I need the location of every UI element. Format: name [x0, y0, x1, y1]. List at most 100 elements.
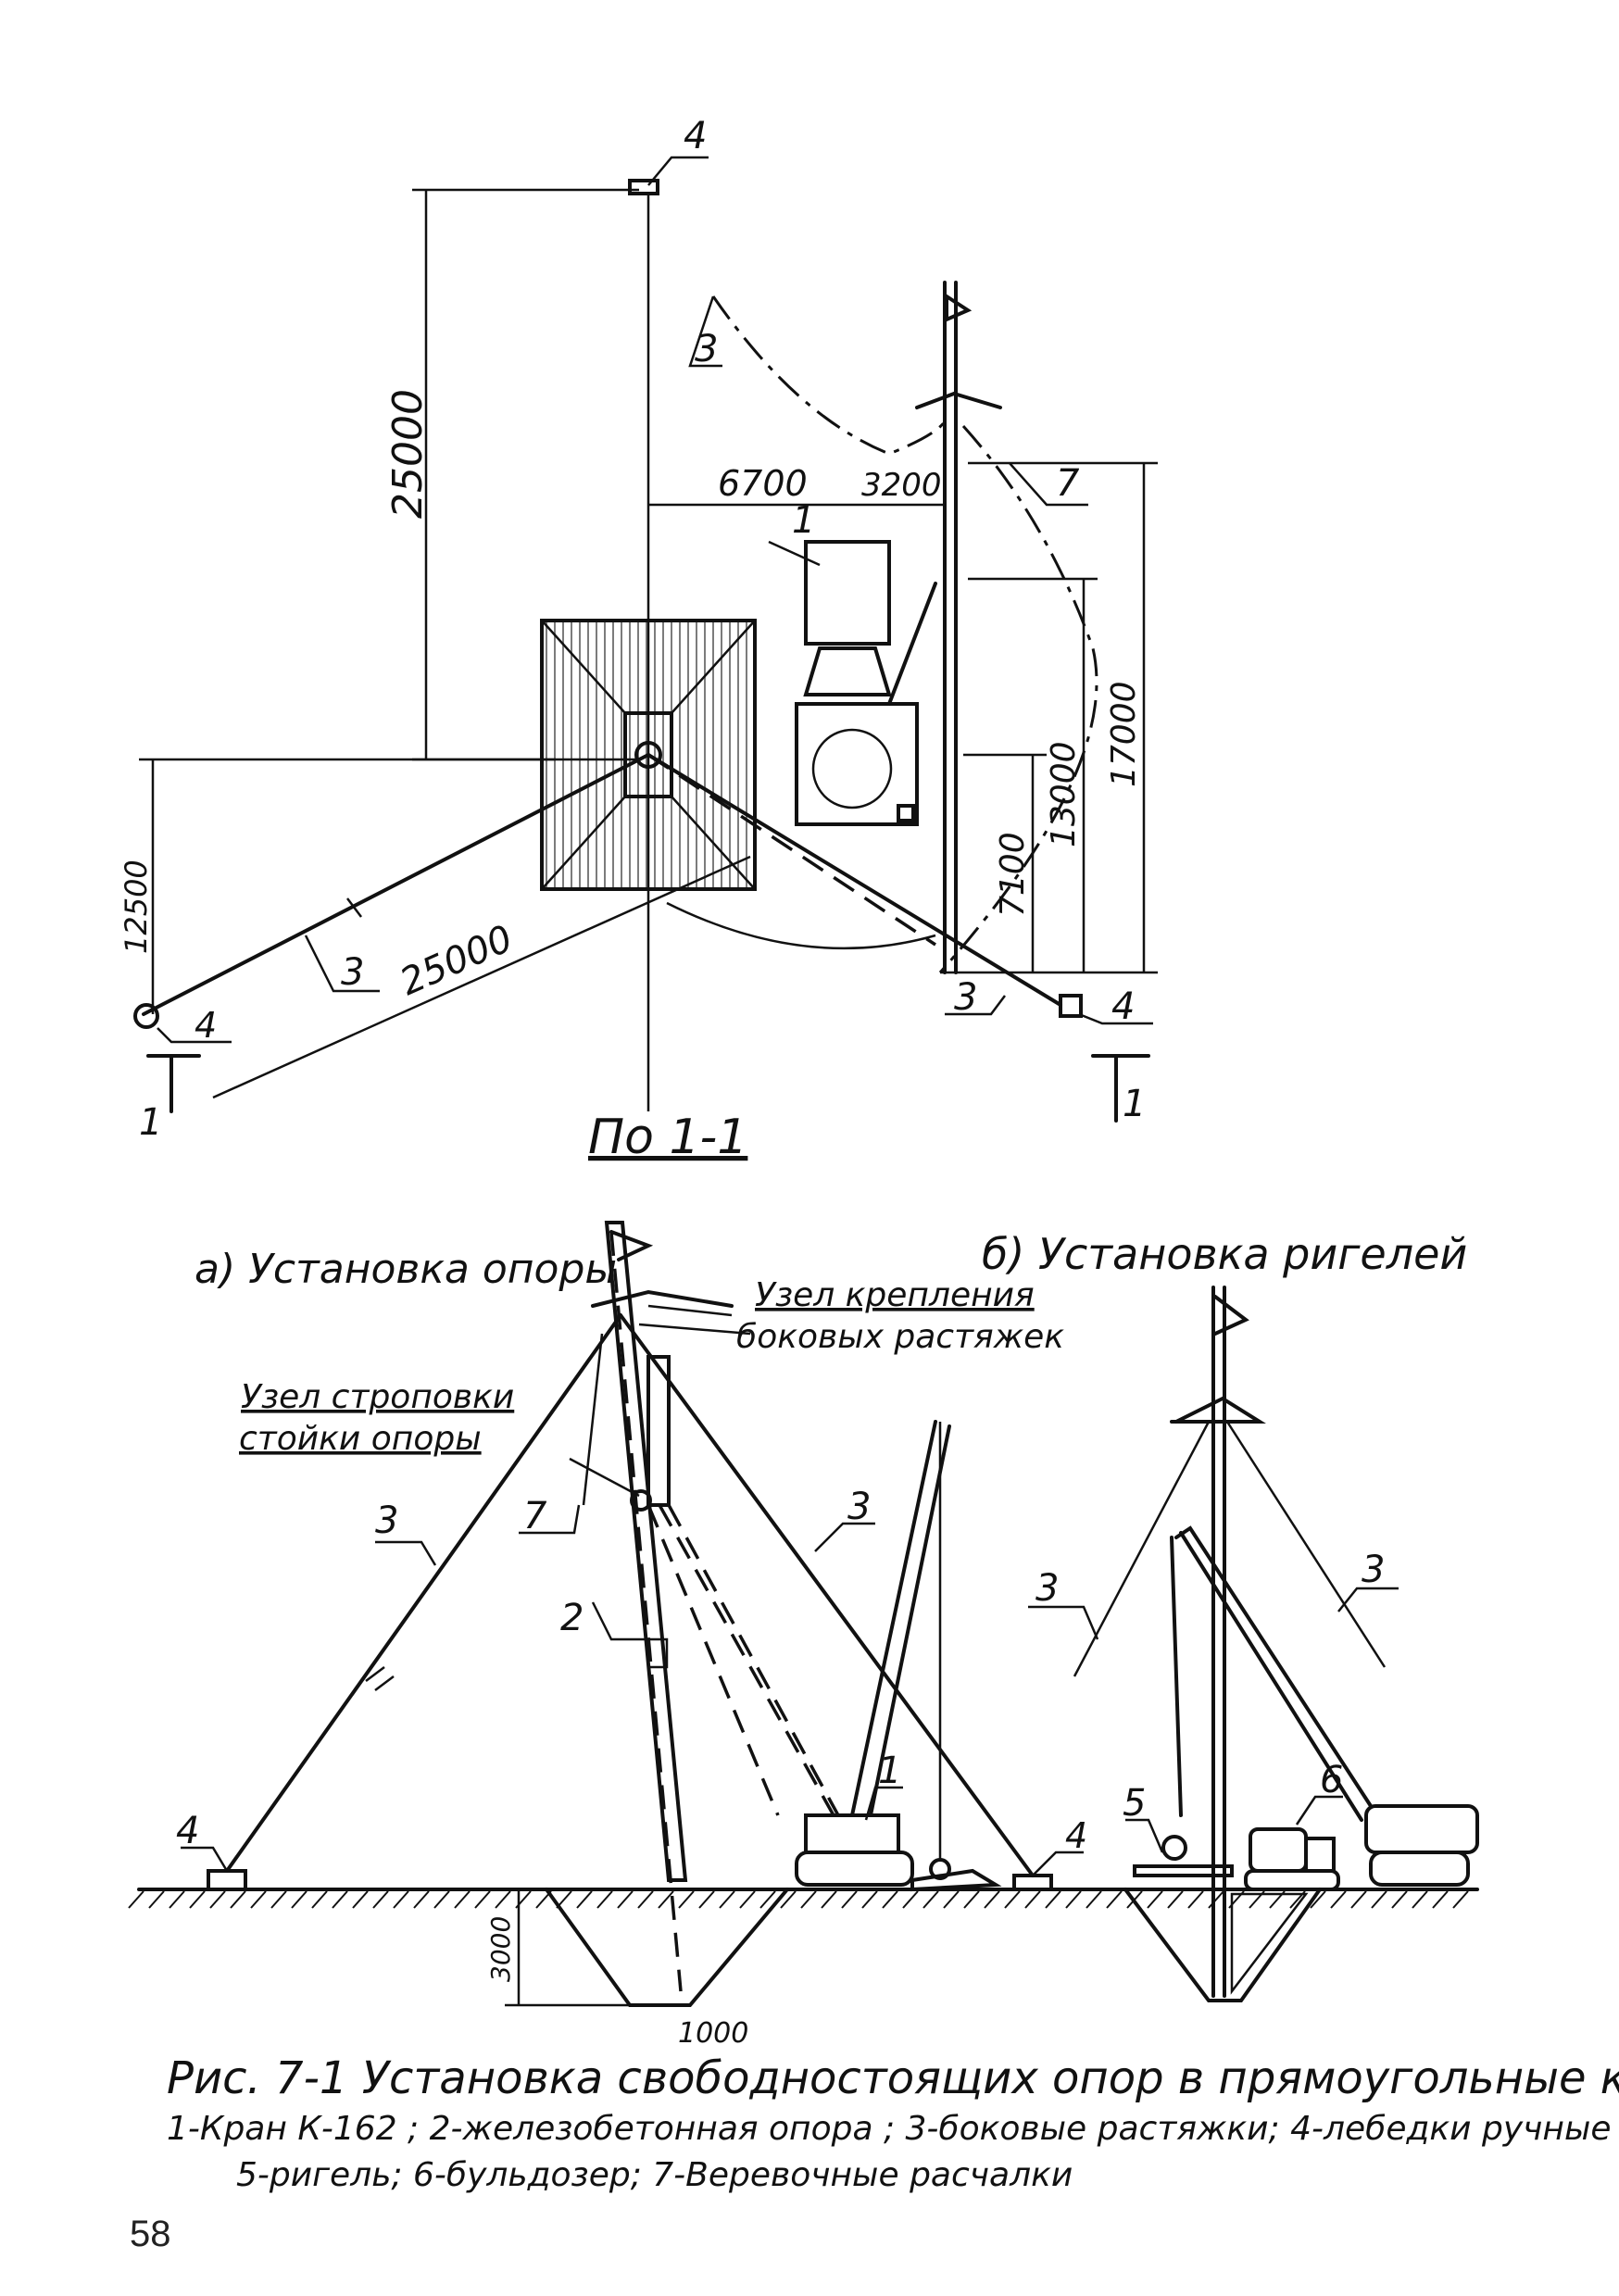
sling-node-label-line2: стойки опоры: [239, 1420, 482, 1458]
ground-hatch-line: [759, 1890, 776, 1909]
crane-a-sling-1: [658, 1504, 835, 1816]
crane-a-outrigger: [910, 1868, 1002, 1892]
ground-hatch-line: [596, 1890, 613, 1909]
mast-crossarm: [915, 391, 1002, 409]
dim-25000-vertical: 25000: [384, 389, 432, 519]
mast-top-flag: [945, 293, 973, 323]
leader-4-top: [647, 156, 709, 186]
crossbar-5-hook: [1161, 1835, 1187, 1861]
leader-4-section-right: [1032, 1851, 1084, 1876]
ground-hatch-line: [841, 1890, 858, 1909]
callout-4-section-left: 4: [176, 1810, 199, 1852]
dim-3000: 3000: [485, 1916, 516, 1982]
leader-4-section-left: [181, 1846, 229, 1872]
callout-6: 6: [1320, 1759, 1343, 1801]
leader-7: [1009, 462, 1088, 507]
crane-b-cab: [1364, 1804, 1479, 1854]
ground-hatch-line: [576, 1890, 593, 1909]
swing-arc: [666, 901, 936, 950]
dim-line-25000-diag: [212, 855, 751, 1099]
ground-hatch-line: [922, 1890, 939, 1909]
figure-caption-title: Рис. 7-1 Установка свободностоящих опор …: [167, 2052, 1619, 2104]
rope-guide-section: [582, 1333, 604, 1506]
pit-b-section: [1123, 1888, 1322, 2002]
ground-hatch-line: [352, 1890, 369, 1909]
pole-b-flag: [1213, 1295, 1249, 1336]
pit-outline: [540, 619, 757, 891]
leader-1-section: [864, 1786, 903, 1821]
callout-3-b-left: 3: [1035, 1567, 1059, 1610]
crane-cab-plan: [804, 540, 891, 646]
winch-left: [133, 1003, 159, 1029]
crane-turntable-plan: [795, 702, 919, 826]
crane-b: 5: [1123, 1525, 1479, 1887]
backfill-soil: [1230, 1892, 1309, 1995]
callout-3-section-mid: 3: [847, 1486, 871, 1528]
callout-7-plan: 7: [1056, 462, 1080, 505]
ground-hatch-line: [780, 1890, 797, 1909]
rope-guide-7: [938, 424, 1098, 973]
leader-1: [768, 540, 821, 567]
leader-4-left: [157, 1027, 232, 1044]
callout-4-left: 4: [195, 1005, 217, 1046]
pole-plan: [634, 741, 662, 769]
guy-node-label-line1: Узел крепления: [755, 1276, 1035, 1314]
dim-6700: 6700: [718, 463, 808, 504]
bulldozer-track: [1244, 1869, 1340, 1891]
page-number: 58: [130, 2214, 171, 2254]
leader-6: [1295, 1795, 1343, 1826]
callout-4-right: 4: [1111, 985, 1135, 1028]
ground-hatch-line: [882, 1890, 898, 1909]
ground-hatch-line: [1371, 1890, 1387, 1909]
leader-3-section-left: [375, 1540, 437, 1566]
winch-section-right: [1012, 1874, 1053, 1891]
leader-3-left: [304, 935, 380, 993]
ground-hatch-line: [1452, 1890, 1469, 1909]
crane-a-hook: [929, 1858, 951, 1880]
break-mark-left: [346, 897, 362, 918]
guy-line-a-right: [619, 1313, 1035, 1877]
ground-hatch-line: [1391, 1890, 1408, 1909]
figure-legend-line2: 5-ригель; 6-бульдозер; 7-Веревочные расч…: [236, 2156, 1073, 2194]
ground-hatch-line: [1412, 1890, 1428, 1909]
ground-hatch-line: [1187, 1890, 1204, 1909]
pole-b-crossarm: [1170, 1396, 1266, 1424]
ground-hatch-line: [617, 1890, 634, 1909]
ground-hatch-line: [658, 1890, 674, 1909]
section-label-left: 1: [139, 1101, 162, 1144]
label-a-pole-installation: а) Установка опоры: [195, 1246, 617, 1293]
ground-hatch-line: [495, 1890, 511, 1909]
ground-hatch-line: [963, 1890, 980, 1909]
leader-3-section-mid: [814, 1522, 875, 1552]
bulldozer-6: 6: [1244, 1759, 1343, 1891]
crane-a: 1: [646, 1355, 1002, 1892]
guy-line-right-dash: [647, 753, 936, 947]
ground-hatch-line: [1004, 1890, 1021, 1909]
leader-2: [591, 1601, 669, 1669]
section-label-right: 1: [1123, 1083, 1146, 1125]
guy-line-top: [711, 295, 947, 456]
ground-hatch-line: [637, 1890, 654, 1909]
crane-a-cab: [804, 1813, 900, 1854]
section-view: По 1-1 а) Установка опоры б) Установка р…: [128, 1110, 1479, 2050]
dim-3200: 3200: [861, 467, 942, 504]
ground-hatch-line: [800, 1890, 817, 1909]
ground-hatch-line: [1167, 1890, 1184, 1909]
crane-body-plan: [803, 646, 892, 696]
crane-a-sling-3: [646, 1504, 780, 1816]
ground-hatch-line: [393, 1890, 409, 1909]
ground-hatch-line: [943, 1890, 960, 1909]
ground-hatch-line: [821, 1890, 837, 1909]
ground-hatch-line: [1024, 1890, 1041, 1909]
ground-hatch-line: [719, 1890, 735, 1909]
break-mark-section: [365, 1666, 395, 1691]
leader-4-right: [1078, 1012, 1153, 1025]
plan-view: 4 25000 3 6700 3200 7 17000 13000 710: [119, 115, 1158, 1144]
leader-3-b-left: [1028, 1605, 1099, 1640]
ground-hatch-line: [454, 1890, 471, 1909]
callout-7-section: 7: [523, 1495, 547, 1537]
ground-hatch-line: [1147, 1890, 1163, 1909]
pole-b: 3 3: [1028, 1286, 1399, 1998]
ground-hatch-line: [230, 1890, 246, 1909]
